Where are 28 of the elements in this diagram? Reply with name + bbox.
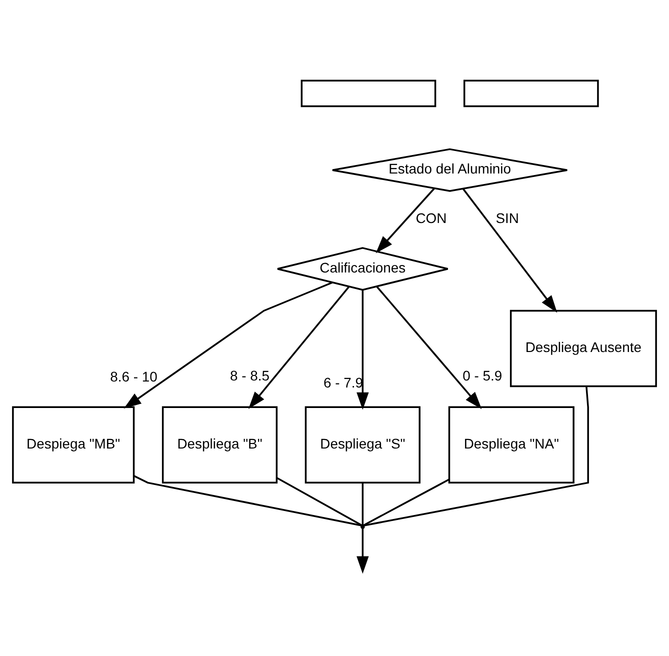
arrow xyxy=(376,188,435,254)
connector xyxy=(362,483,364,526)
edge-label: 8.6 - 10 xyxy=(110,368,158,384)
node-box xyxy=(463,80,599,108)
arrow xyxy=(462,188,558,313)
arrow xyxy=(356,528,369,574)
connector xyxy=(362,478,450,526)
connector xyxy=(363,386,589,526)
node-box: Despliega "NA" xyxy=(448,406,574,484)
node-box: Despliega "S" xyxy=(304,406,420,484)
arrow xyxy=(356,290,369,410)
edge-label: SIN xyxy=(496,210,519,226)
arrow xyxy=(376,286,482,410)
connector xyxy=(276,477,363,526)
edge-label: 8 - 8.5 xyxy=(230,367,270,384)
edge-label: 6 - 7.9 xyxy=(324,374,364,391)
node-box: Despliega Ausente xyxy=(510,310,657,388)
arrow xyxy=(124,282,333,409)
arrow xyxy=(248,286,350,409)
node-box xyxy=(300,80,436,108)
node-diamond: Estado del Aluminio xyxy=(332,148,568,192)
edge-label: CON xyxy=(416,210,447,226)
connector xyxy=(134,475,362,526)
node-diamond: Calificaciones xyxy=(276,247,449,291)
node-box: Despliega "B" xyxy=(162,406,278,484)
node-box: Despiega "MB" xyxy=(12,406,135,484)
node-point xyxy=(360,524,365,530)
edge-label: 0 - 5.9 xyxy=(462,368,502,384)
